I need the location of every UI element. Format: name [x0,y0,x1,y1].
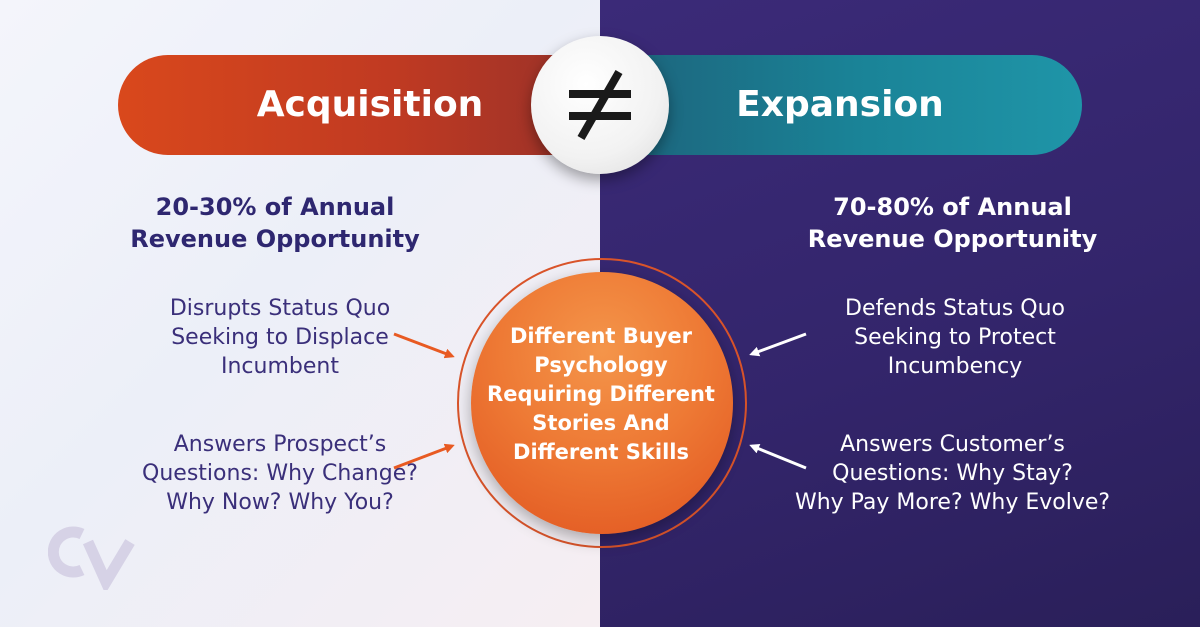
expansion-title: Expansion [736,84,944,125]
point-line: Incumbent [221,354,339,379]
center-line: Different Skills [513,440,689,464]
center-line: Requiring Different [487,382,715,406]
center-line: Psychology [534,353,668,377]
center-line: Different Buyer [509,324,693,348]
point-line: Defends Status Quo [845,296,1065,321]
expansion-revenue-stat: 70-80% of Annual Revenue Opportunity [765,191,1140,255]
stat-line: Revenue Opportunity [807,225,1098,253]
cv-logo-icon [48,526,135,590]
stat-line: Revenue Opportunity [130,225,420,253]
point-line: Answers Customer’s [840,432,1065,457]
point-line: Incumbency [887,354,1023,379]
acquisition-title: Acquisition [256,84,484,125]
point-line: Why Pay More? Why Evolve? [794,490,1111,515]
point-line: Why Now? Why You? [166,490,394,515]
point-line: Questions: Why Change? [142,461,418,486]
not-equal-badge [531,36,669,174]
center-message: Different Buyer Psychology Requiring Dif… [485,322,717,467]
acquisition-point-status-quo: Disrupts Status Quo Seeking to Displace … [80,294,480,381]
point-line: Disrupts Status Quo [169,296,391,321]
center-circle [471,272,733,534]
arrow-right-icon [393,332,455,359]
stat-line: 70-80% of Annual [833,193,1072,221]
center-line: Stories And [532,411,670,435]
point-line: Seeking to Protect [854,325,1056,350]
acquisition-revenue-stat: 20-30% of Annual Revenue Opportunity [80,191,470,255]
arrow-right-icon [393,443,455,470]
expansion-point-questions: Answers Customer’s Questions: Why Stay? … [765,430,1140,517]
center-ring [457,258,747,548]
arrow-left-icon [749,444,807,470]
point-line: Answers Prospect’s [173,432,387,457]
not-equal-icon [569,70,631,140]
point-line: Questions: Why Stay? [832,461,1073,486]
acquisition-point-questions: Answers Prospect’s Questions: Why Change… [80,430,480,517]
arrow-left-icon [749,332,807,357]
stat-line: 20-30% of Annual [155,193,395,221]
expansion-point-status-quo: Defends Status Quo Seeking to Protect In… [785,294,1125,381]
point-line: Seeking to Displace [171,325,389,350]
